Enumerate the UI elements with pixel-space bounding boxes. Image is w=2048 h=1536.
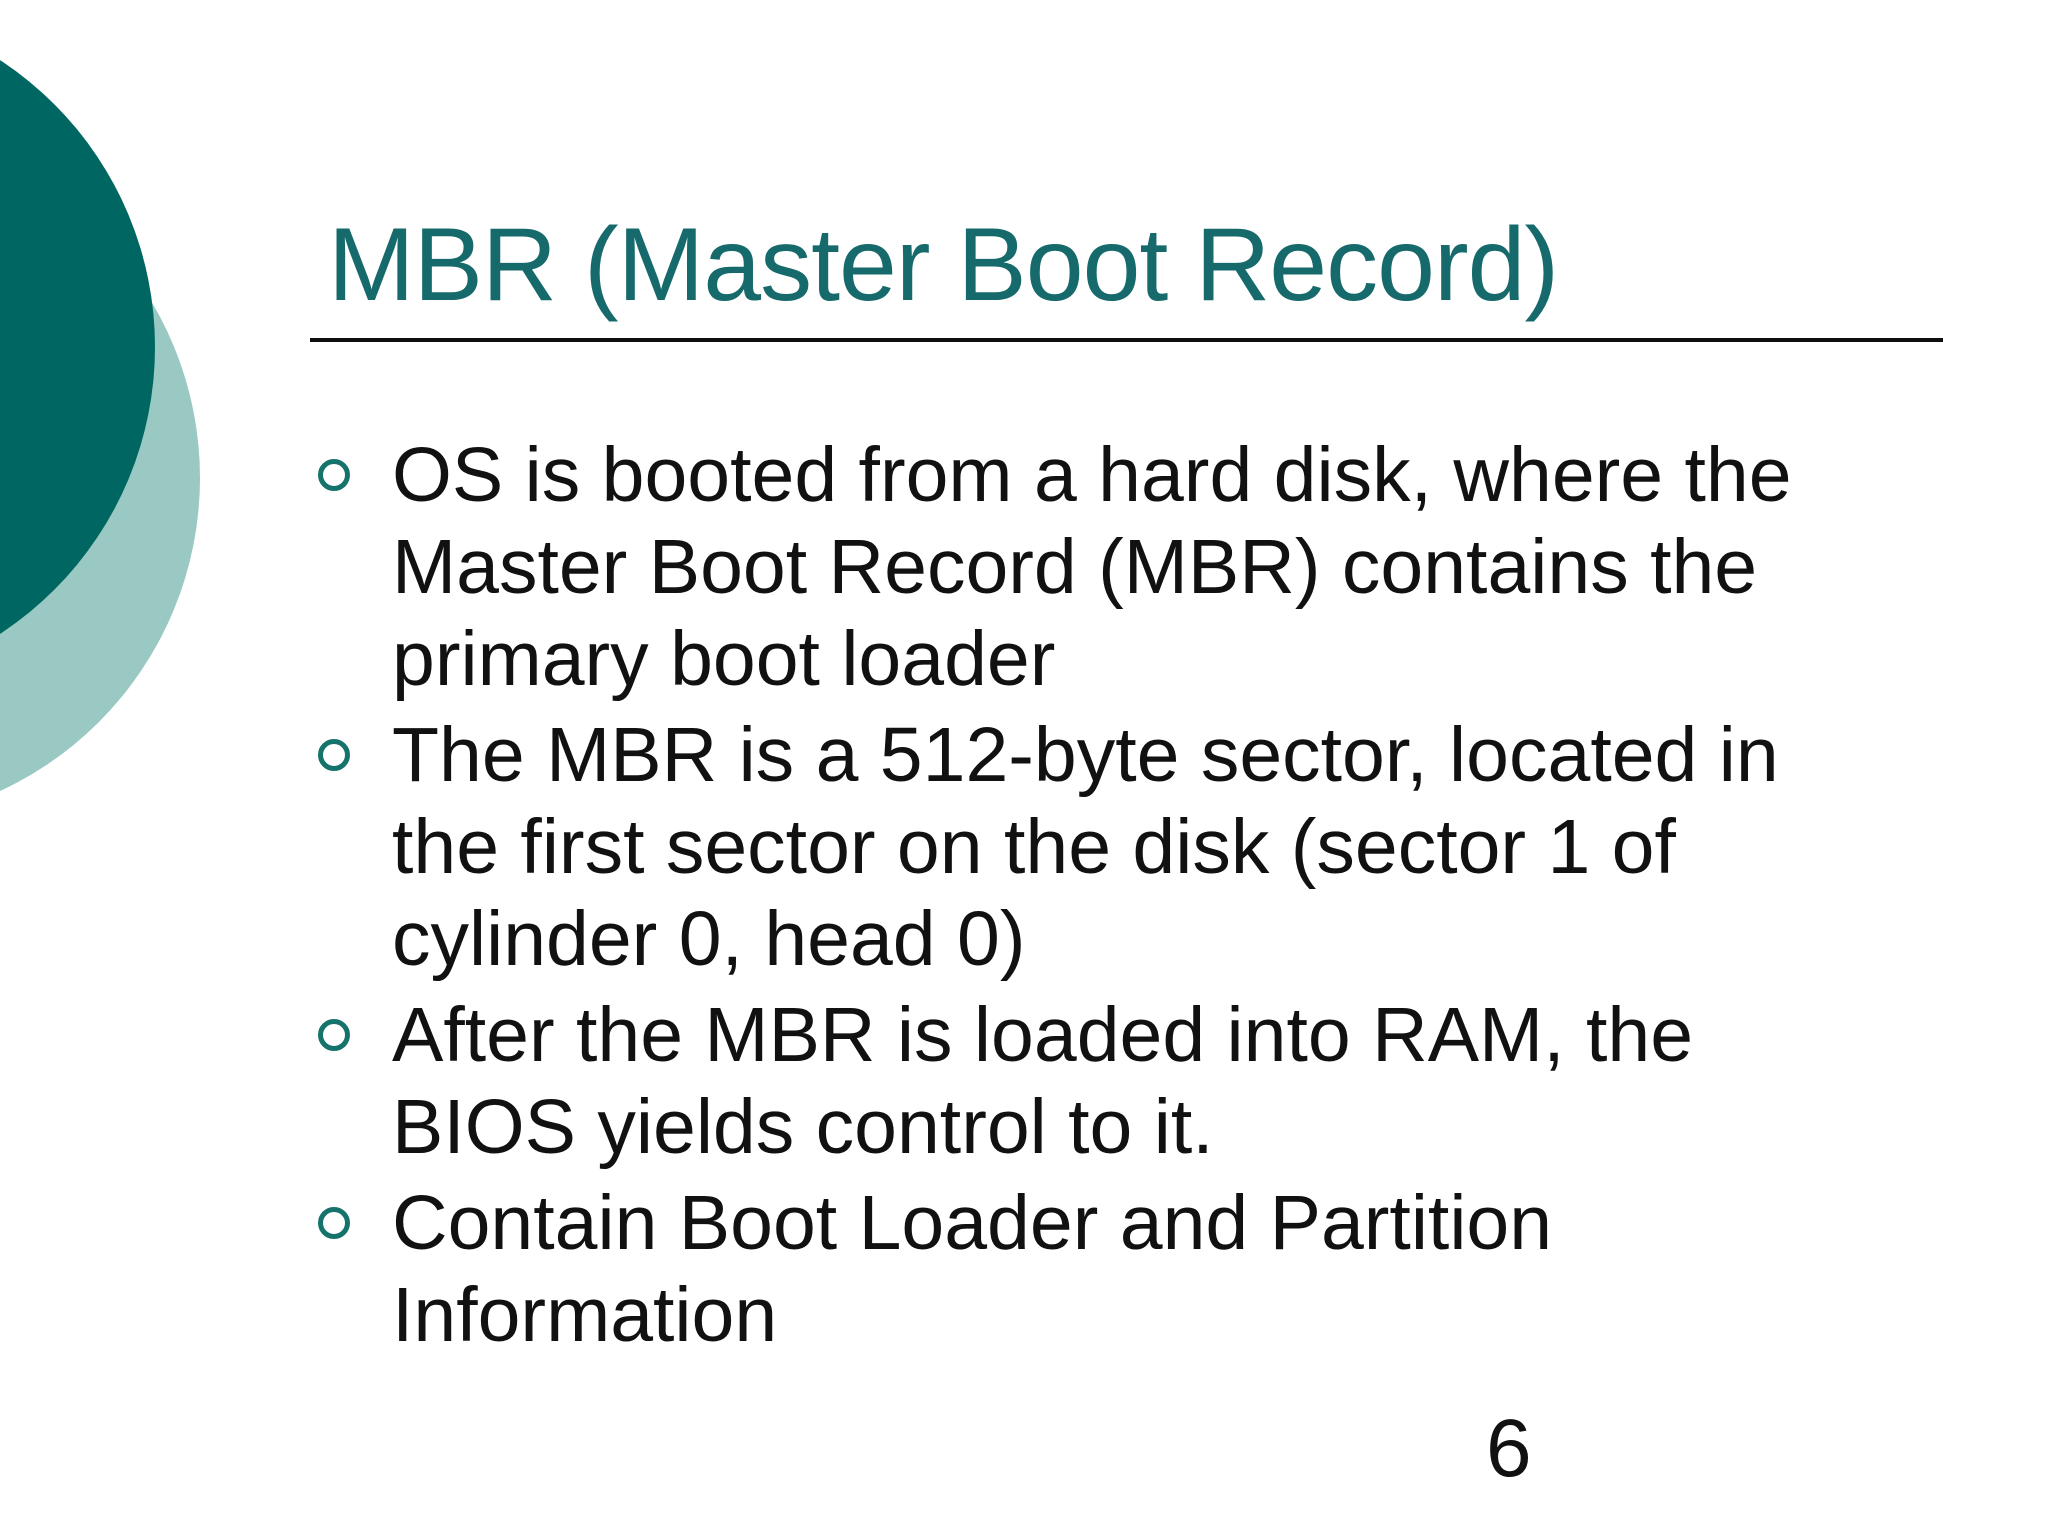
bullet-text-line: cylinder 0, head 0) <box>392 896 1026 982</box>
bullet-text-line: the first sector on the disk (sector 1 o… <box>392 804 1676 890</box>
bullet-list: OS is booted from a hard disk, where the… <box>318 429 1898 1365</box>
bullet-text-line: OS is booted from a hard disk, where the <box>392 432 1792 518</box>
bullet-text-line: primary boot loader <box>392 616 1056 702</box>
bullet-icon <box>318 739 350 771</box>
bullet-icon <box>318 1207 350 1239</box>
bullet-text-line: The MBR is a 512-byte sector, located in <box>392 712 1779 798</box>
bullet-icon <box>318 459 350 491</box>
slide-title: MBR (Master Boot Record) <box>328 207 1559 323</box>
bullet-text-line: Master Boot Record (MBR) contains the <box>392 524 1758 610</box>
list-item: The MBR is a 512-byte sector, located in… <box>318 709 1898 985</box>
list-item: OS is booted from a hard disk, where the… <box>318 429 1898 705</box>
bullet-text-line: Information <box>392 1272 778 1358</box>
bullet-text-line: BIOS yields control to it. <box>392 1084 1214 1170</box>
bullet-text-line: Contain Boot Loader and Partition <box>392 1180 1553 1266</box>
bullet-text-line: After the MBR is loaded into RAM, the <box>392 992 1694 1078</box>
page-number: 6 <box>1486 1403 1532 1494</box>
title-underline <box>310 338 1943 342</box>
bullet-icon <box>318 1019 350 1051</box>
